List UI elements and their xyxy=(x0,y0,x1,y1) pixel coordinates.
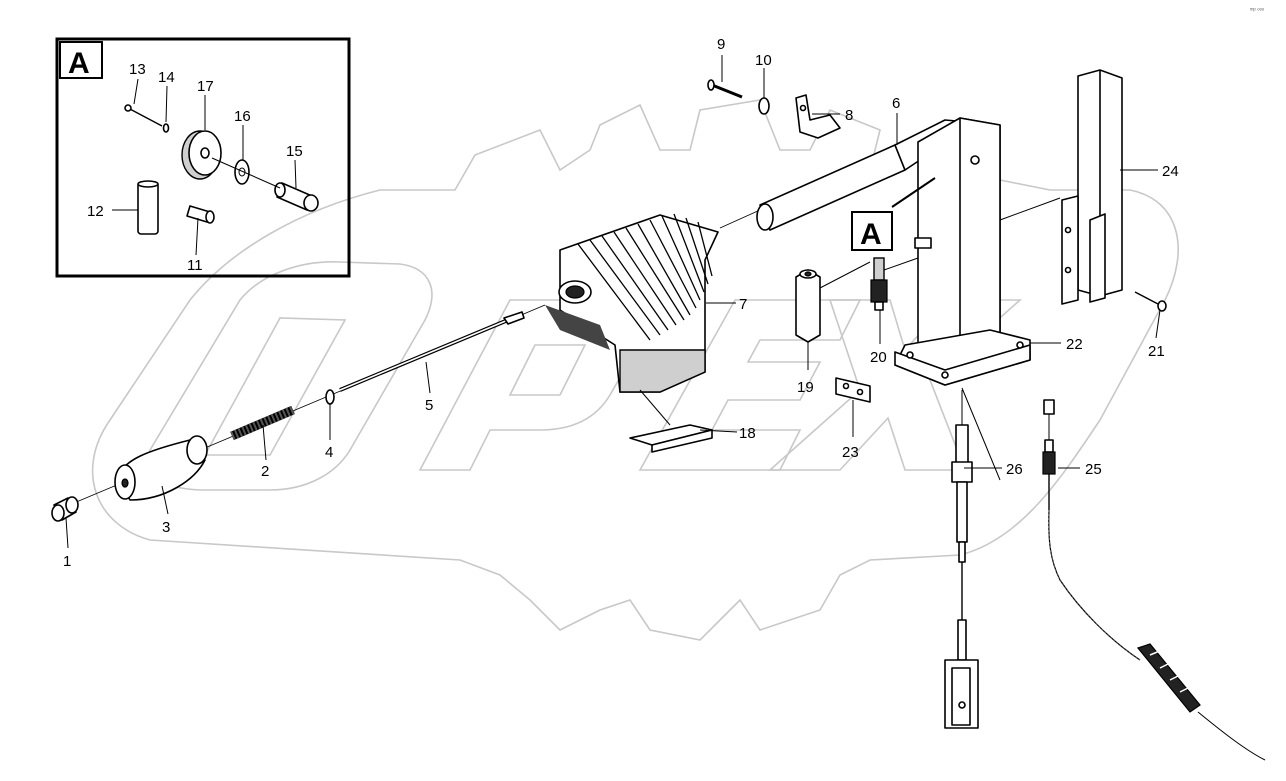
label-24: 24 xyxy=(1162,163,1179,180)
label-12: 12 xyxy=(87,203,104,220)
cap-1 xyxy=(51,496,79,522)
label-16: 16 xyxy=(234,108,251,125)
label-6: 6 xyxy=(892,95,900,112)
label-17: 17 xyxy=(197,78,214,95)
label-7: 7 xyxy=(739,296,747,313)
callout-letter: A xyxy=(860,218,882,251)
label-10: 10 xyxy=(755,52,772,69)
label-26: 26 xyxy=(1006,461,1023,478)
callout-a: A xyxy=(851,177,936,251)
label-5: 5 xyxy=(425,397,433,414)
screw-21 xyxy=(1134,291,1167,312)
hex-nut-19 xyxy=(795,269,821,343)
bracket-channel-24 xyxy=(1061,69,1123,305)
cable-26 xyxy=(944,390,979,729)
sleeve-12 xyxy=(137,180,159,235)
label-18: 18 xyxy=(739,425,756,442)
bolt-9 xyxy=(707,79,743,99)
leader-lines xyxy=(65,55,1161,549)
label-15: 15 xyxy=(286,143,303,160)
label-3: 3 xyxy=(162,519,170,536)
label-23: 23 xyxy=(842,444,859,461)
bolt-11 xyxy=(186,205,215,224)
washer-4 xyxy=(325,389,335,405)
label-4: 4 xyxy=(325,444,333,461)
label-1: 1 xyxy=(63,553,71,570)
label-13: 13 xyxy=(129,61,146,78)
plate-18 xyxy=(629,424,713,453)
washer-10 xyxy=(758,97,770,115)
label-8: 8 xyxy=(845,107,853,124)
pin-15 xyxy=(274,182,319,212)
washer-16 xyxy=(234,159,250,185)
rod-5 xyxy=(339,311,525,392)
label-14: 14 xyxy=(158,69,175,86)
label-19: 19 xyxy=(797,379,814,396)
label-2: 2 xyxy=(261,463,269,480)
switch-20 xyxy=(870,257,888,311)
screw-13 xyxy=(124,104,163,127)
sensor-cable-25 xyxy=(1042,399,1266,761)
part-labels: 1 3 2 4 5 7 18 19 20 23 22 21 24 26 25 9… xyxy=(63,36,1179,570)
label-11: 11 xyxy=(187,257,203,274)
bracket-post-22 xyxy=(894,117,1031,386)
knob-3 xyxy=(114,435,208,501)
washer-14 xyxy=(162,123,170,133)
corner-mark: ᵐᵖ ᵒᵒᵒ xyxy=(1250,8,1265,14)
label-21: 21 xyxy=(1148,343,1165,360)
label-22: 22 xyxy=(1066,336,1083,353)
spring-2 xyxy=(230,405,295,441)
label-25: 25 xyxy=(1085,461,1102,478)
boot-housing-7 xyxy=(545,213,719,393)
label-20: 20 xyxy=(870,349,887,366)
inset-letter: A xyxy=(68,47,90,80)
pulley-17 xyxy=(181,130,222,180)
plate-23 xyxy=(835,377,871,403)
label-9: 9 xyxy=(717,36,725,53)
bracket-8 xyxy=(795,94,841,139)
detail-inset: A xyxy=(55,37,351,278)
